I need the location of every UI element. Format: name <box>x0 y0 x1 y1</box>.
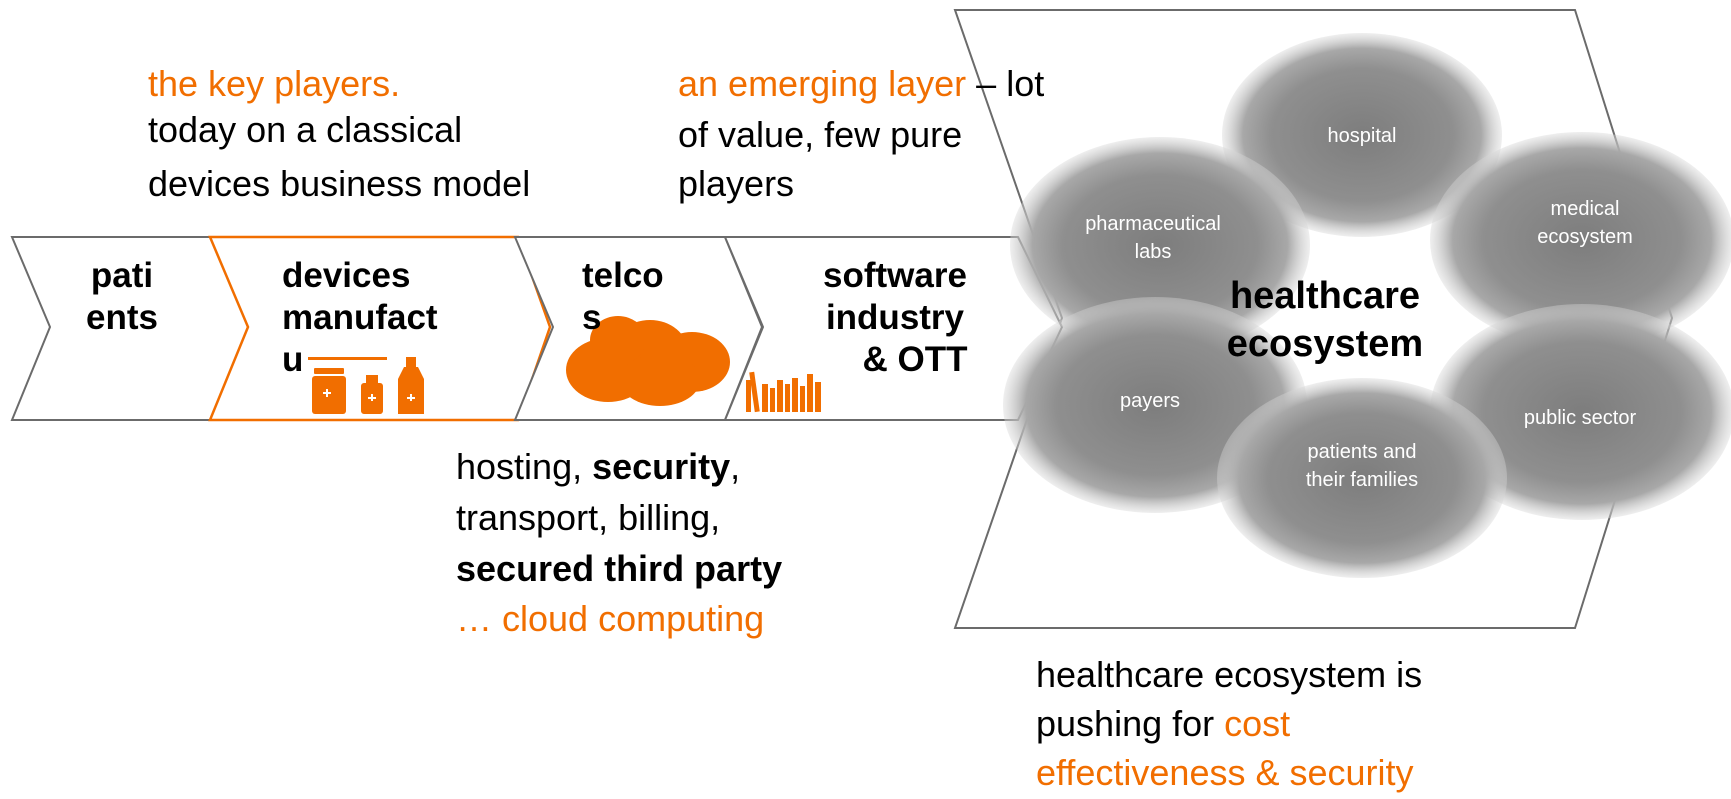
telco-notes-line2: transport, billing, <box>456 497 721 538</box>
emerging-layer-line2: of value, few pure <box>678 114 963 155</box>
bottles-icon <box>308 357 424 414</box>
patients-label-line1: pati <box>90 256 154 295</box>
patients-label-line2: ents <box>86 298 158 337</box>
footer-line3: effectiveness & security <box>1036 752 1414 793</box>
emerging-layer-highlight: an emerging layer <box>678 63 967 104</box>
devices-label-line3: u <box>282 340 304 379</box>
chevron-software-label: software industry & OTT <box>800 255 990 381</box>
telco-notes-line1: hosting, security, <box>456 444 740 490</box>
emerging-layer-line1: an emerging layer – lot <box>678 61 1044 107</box>
chevron-telcos-label: telco s <box>582 255 664 339</box>
telco-notes-line4: … cloud computing <box>456 598 765 639</box>
ecosystem-center-line2: ecosystem <box>1226 323 1424 365</box>
software-label-line1: software <box>823 256 967 295</box>
devices-label-line1: devices <box>282 256 411 295</box>
emerging-layer-rest: – lot <box>966 63 1045 104</box>
emerging-layer-line3: players <box>678 163 795 204</box>
software-label-line2: industry <box>825 298 965 337</box>
footer-line1: healthcare ecosystem is <box>1036 654 1423 695</box>
bubble-patients-label: patients and their families <box>1282 438 1442 494</box>
patients-node-line2: their families <box>1305 469 1419 491</box>
telco-notes-comma: , <box>730 446 741 487</box>
bubble-payers-label: payers <box>1119 390 1181 412</box>
telcos-label-line2: s <box>582 298 602 337</box>
telco-notes-line3: secured third party <box>456 548 783 589</box>
patients-node-line1: patients and <box>1307 441 1417 463</box>
bubble-hospital <box>1222 33 1502 237</box>
key-players-line3: devices business model <box>148 163 531 204</box>
bubble-patients <box>1217 378 1507 578</box>
telco-notes-hosting: hosting, <box>456 446 593 487</box>
key-players-line2: today on a classical <box>148 109 463 150</box>
telco-notes-security: security <box>592 446 731 487</box>
footer-pushing: pushing for <box>1036 703 1225 744</box>
ecosystem-center-label: healthcare ecosystem <box>1205 272 1445 368</box>
medical-label-line2: ecosystem <box>1537 226 1633 248</box>
telcos-label-line1: telco <box>582 256 664 295</box>
cloud-icon <box>566 316 730 406</box>
software-label-line3: & OTT <box>862 340 968 379</box>
key-players-heading: the key players. <box>148 63 401 104</box>
ecosystem-center-line1: healthcare <box>1229 275 1421 317</box>
bubble-hospital-label: hospital <box>1327 125 1397 147</box>
books-icon <box>746 371 821 413</box>
footer-line2: pushing for cost <box>1036 701 1290 747</box>
pharma-label-line2: labs <box>1134 241 1172 263</box>
medical-label-line1: medical <box>1550 198 1620 220</box>
bubble-pharma-label: pharmaceutical labs <box>1068 210 1238 266</box>
bubble-public-label: public sector <box>1523 407 1637 429</box>
bubble-pharma <box>1010 137 1310 353</box>
pharma-label-line1: pharmaceutical <box>1085 213 1221 235</box>
chevron-patients-label: pati ents <box>82 255 162 339</box>
devices-label-line2: manufact <box>282 298 438 337</box>
footer-cost: cost <box>1224 703 1291 744</box>
bubble-medical <box>1430 132 1731 348</box>
bubble-medical-label: medical ecosystem <box>1510 195 1660 251</box>
chevron-devices-label: devices manufact u <box>282 255 438 381</box>
